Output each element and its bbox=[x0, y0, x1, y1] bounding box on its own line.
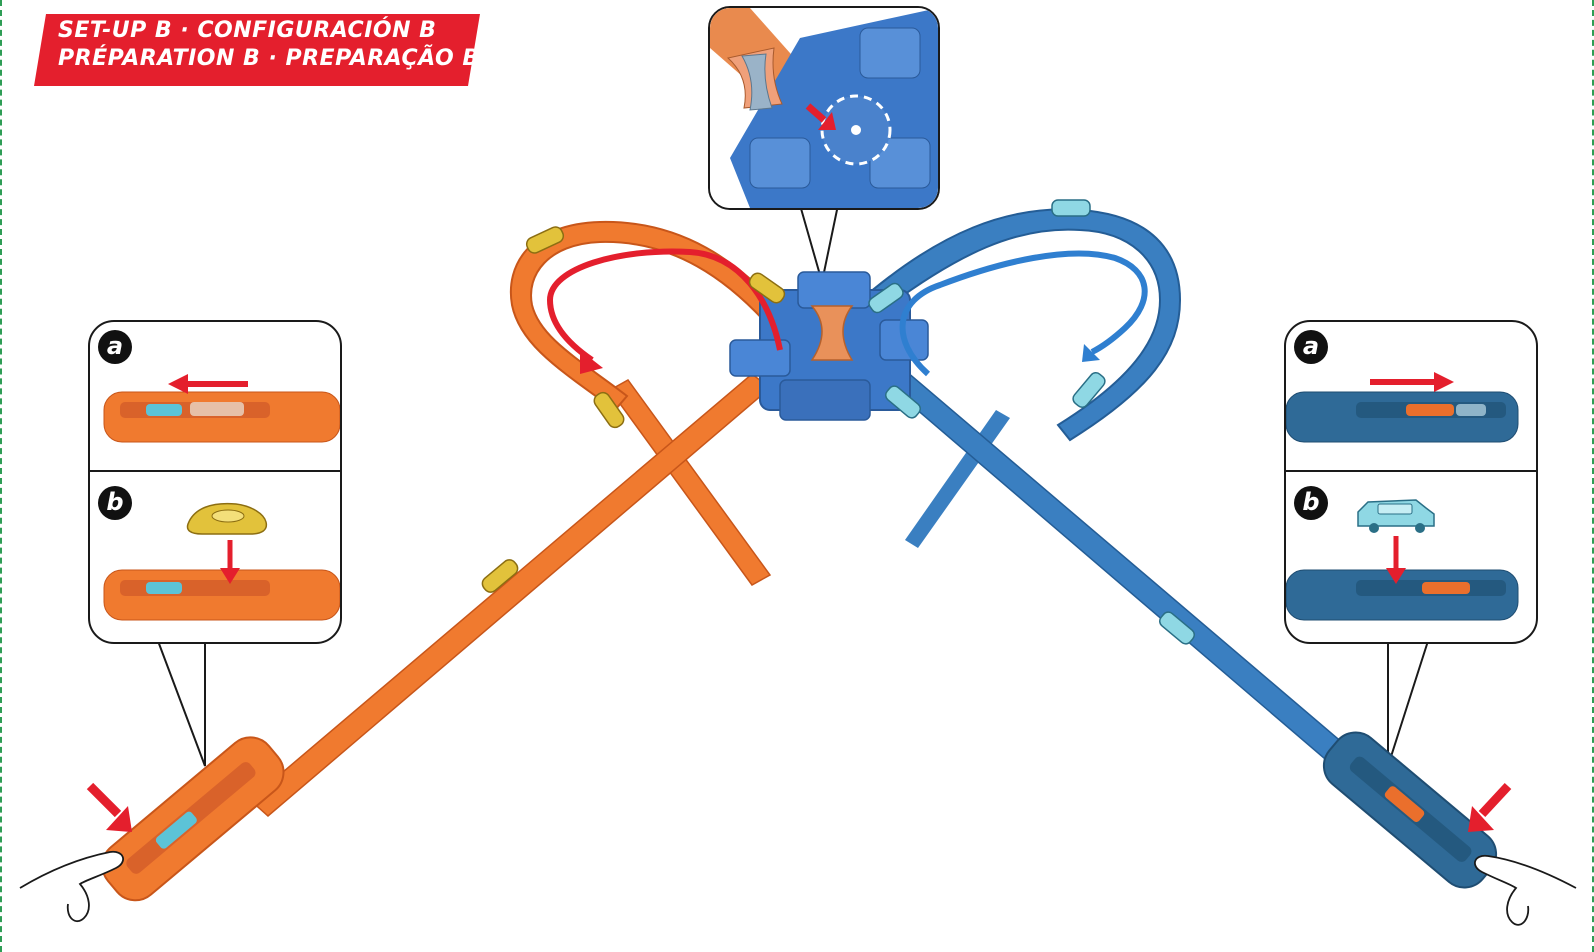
left-panel-illustration bbox=[103, 374, 340, 621]
orange-launcher-plunger bbox=[155, 811, 197, 849]
right-panel-illustration bbox=[1286, 372, 1519, 621]
setup-title-line-2: PRÉPARATION B · PREPARAÇÃO B bbox=[58, 46, 480, 71]
blue-track bbox=[853, 208, 1498, 889]
right-press-arrow bbox=[1468, 782, 1512, 832]
left-instruction-panel: a b bbox=[88, 320, 342, 644]
setup-title-banner bbox=[34, 14, 480, 86]
yellow-car bbox=[525, 226, 565, 254]
orange-short-leg bbox=[608, 379, 772, 586]
right-callout-tail bbox=[1387, 640, 1429, 767]
yellow-car-icon bbox=[186, 502, 268, 535]
step-b-badge: b bbox=[1294, 486, 1328, 520]
center-callout-tail bbox=[799, 204, 839, 283]
blue-loop-arrowhead bbox=[1082, 344, 1100, 362]
left-hand-icon bbox=[19, 850, 124, 923]
step-a-badge: a bbox=[98, 330, 132, 364]
yellow-car bbox=[593, 391, 625, 429]
step-b-badge: b bbox=[98, 486, 132, 520]
right-hand-icon bbox=[1474, 854, 1577, 926]
left-press-arrow bbox=[86, 782, 132, 832]
cyan-car bbox=[868, 282, 904, 314]
left-page-edge bbox=[0, 0, 2, 952]
yellow-car bbox=[481, 559, 519, 593]
cyan-car-icon bbox=[1357, 499, 1435, 533]
connector-detail-inset bbox=[708, 6, 940, 210]
cyan-car bbox=[1159, 611, 1195, 645]
setup-title-line-1: SET-UP B · CONFIGURACIÓN B bbox=[58, 18, 437, 43]
connector-hub-icon bbox=[710, 8, 938, 208]
panel-divider bbox=[90, 470, 340, 472]
cyan-car bbox=[1051, 199, 1091, 217]
step-a-badge: a bbox=[1294, 330, 1328, 364]
blue-loop-arrow bbox=[899, 250, 1148, 377]
cyan-cars bbox=[868, 199, 1195, 645]
cyan-car bbox=[1072, 372, 1106, 408]
yellow-car bbox=[748, 272, 786, 304]
panel-divider bbox=[1286, 470, 1536, 472]
right-instruction-panel: a b bbox=[1284, 320, 1538, 644]
cyan-car bbox=[885, 385, 921, 419]
blue-launcher-plunger bbox=[1384, 786, 1425, 822]
yellow-cars bbox=[481, 226, 786, 593]
red-loop-arrowhead bbox=[580, 350, 603, 374]
connector-hub bbox=[729, 271, 929, 421]
right-page-edge bbox=[1592, 0, 1594, 952]
orange-track bbox=[101, 220, 792, 902]
left-callout-tail bbox=[157, 640, 206, 767]
